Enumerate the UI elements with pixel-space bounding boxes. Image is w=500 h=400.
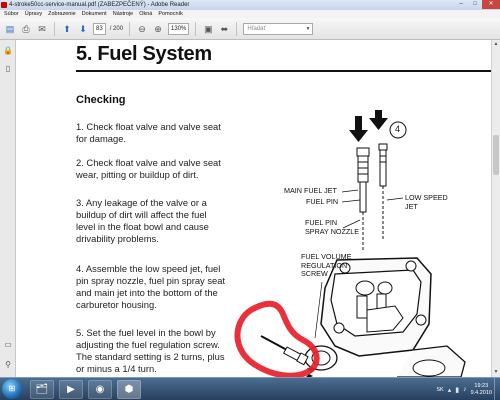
page-number-input[interactable]: 83 (93, 22, 106, 35)
page-total: / 200 (109, 25, 124, 32)
window-title-bar: 4-stroke50cc-service-manual.pdf (ZABEZPE… (0, 0, 500, 10)
scrollbar-thumb[interactable] (493, 135, 499, 175)
step-4: 4. Assemble the low speed jet, fuel pin … (76, 263, 226, 310)
menu-item-tools[interactable]: Nástroje (112, 11, 134, 17)
taskbar-explorer-icon[interactable]: 🗂 (30, 380, 54, 399)
vertical-scrollbar[interactable]: ▲ ▼ (491, 40, 500, 377)
arrow-down-icon (369, 104, 388, 130)
menu-item-window[interactable]: Okná (139, 11, 153, 17)
windows-taskbar: ⊞ 🗂 ▶ ◉ ⬢ SK ▴ ▮ ♪ 19:23 9.4.2010 (0, 377, 500, 400)
carburetor-diagram: 4 MAIN FUEL JET FUEL PIN FUEL PIN SPRAY … (217, 104, 491, 377)
menu-item-view[interactable]: Zobrazenie (48, 11, 76, 17)
toolbar: ▤ ⎙ ✉ ⬆ ⬇ 83 / 200 ⊖ ⊕ 130% ▣ ⬌ Hľadať ▼ (0, 18, 500, 40)
arrow-down-icon (349, 116, 368, 142)
label-main-fuel-jet: MAIN FUEL JET (284, 186, 337, 195)
windows-logo-icon: ⊞ (8, 384, 16, 393)
navigation-panel: 🔒 ▯ ▭ ⚲ (0, 40, 16, 377)
label-low-speed-jet: LOW SPEED JET (405, 193, 448, 211)
document-page: 5. Fuel System Checking 1. Check float v… (17, 40, 491, 377)
zoom-in-icon[interactable]: ⊕ (154, 23, 162, 34)
toolbar-separator (236, 21, 238, 36)
chevron-down-icon[interactable]: ▼ (305, 25, 311, 32)
toolbar-separator (54, 21, 55, 36)
red-annotation-mark (234, 300, 320, 377)
attachment-icon[interactable]: ⚲ (5, 360, 11, 369)
step-5: 5. Set the fuel level in the bowl by adj… (76, 327, 225, 374)
clock[interactable]: 19:23 9.4.2010 (471, 383, 492, 397)
menu-bar: Súbor Úpravy Zobrazenie Dokument Nástroj… (0, 10, 500, 18)
maximize-button[interactable]: □ (473, 1, 477, 7)
start-button[interactable]: ⊞ (2, 379, 22, 399)
label-fuel-pin: FUEL PIN (306, 197, 339, 206)
section-heading: Checking (76, 94, 126, 106)
tray-arrow-icon[interactable]: ▴ (447, 386, 452, 394)
scroll-down-icon[interactable]: ▼ (493, 369, 499, 375)
zoom-out-icon[interactable]: ⊖ (138, 23, 146, 34)
taskbar-media-player-icon[interactable]: ▶ (59, 380, 83, 399)
previous-page-icon[interactable]: ⬆ (63, 23, 71, 34)
next-page-icon[interactable]: ⬇ (79, 23, 87, 34)
carburetor-illustration (234, 104, 466, 377)
close-button[interactable]: ✕ (482, 0, 500, 9)
show-desktop-button[interactable] (494, 378, 500, 400)
lock-icon[interactable]: 🔒 (3, 46, 13, 55)
network-icon[interactable]: ▮ (455, 386, 460, 394)
step-3: 3. Any leakage of the valve or a buildup… (76, 197, 209, 244)
minimize-button[interactable]: – (459, 1, 463, 7)
toolbar-separator (129, 21, 131, 36)
comment-icon[interactable]: ▭ (4, 340, 12, 349)
zoom-level-field[interactable]: 130% (168, 22, 190, 35)
diagram-number: 4 (395, 124, 401, 134)
title-rule (76, 70, 491, 72)
fit-width-icon[interactable]: ⬌ (220, 23, 229, 34)
label-fuel-pin-spray-nozzle: FUEL PIN SPRAY NOZZLE (305, 218, 360, 236)
taskbar-firefox-icon[interactable]: ◉ (88, 380, 112, 399)
print-icon[interactable]: ⎙ (22, 23, 30, 34)
open-icon[interactable]: ▤ (5, 23, 15, 34)
search-input[interactable]: Hľadať ▼ (243, 22, 314, 35)
menu-item-document[interactable]: Dokument (81, 11, 107, 17)
menu-item-edit[interactable]: Úpravy (24, 11, 43, 17)
adobe-reader-icon (1, 2, 7, 8)
pages-icon[interactable]: ▯ (5, 64, 11, 73)
language-indicator[interactable]: SK (436, 386, 444, 393)
search-placeholder: Hľadať (247, 25, 266, 32)
system-tray: SK ▴ ▮ ♪ 19:23 9.4.2010 (436, 378, 492, 400)
label-fuel-volume-screw: FUEL VOLUME REGULATION SCREW (301, 252, 352, 278)
menu-item-help[interactable]: Pomocník (158, 11, 183, 17)
window-title: 4-stroke50cc-service-manual.pdf (ZABEZPE… (9, 2, 190, 8)
page-title: 5. Fuel System (76, 43, 212, 65)
step-1: 1. Check float valve and valve seat for … (76, 121, 221, 144)
toolbar-separator (195, 21, 197, 36)
clock-time: 19:23 (474, 382, 489, 389)
fit-page-icon[interactable]: ▣ (204, 23, 213, 34)
volume-icon[interactable]: ♪ (463, 386, 467, 393)
menu-item-file[interactable]: Súbor (4, 11, 19, 17)
step-2: 2. Check float valve and valve seat wear… (76, 157, 221, 180)
clock-date: 9.4.2010 (470, 389, 492, 396)
email-icon[interactable]: ✉ (38, 23, 46, 34)
scroll-up-icon[interactable]: ▲ (493, 41, 499, 47)
taskbar-adobe-reader-icon[interactable]: ⬢ (117, 380, 141, 399)
